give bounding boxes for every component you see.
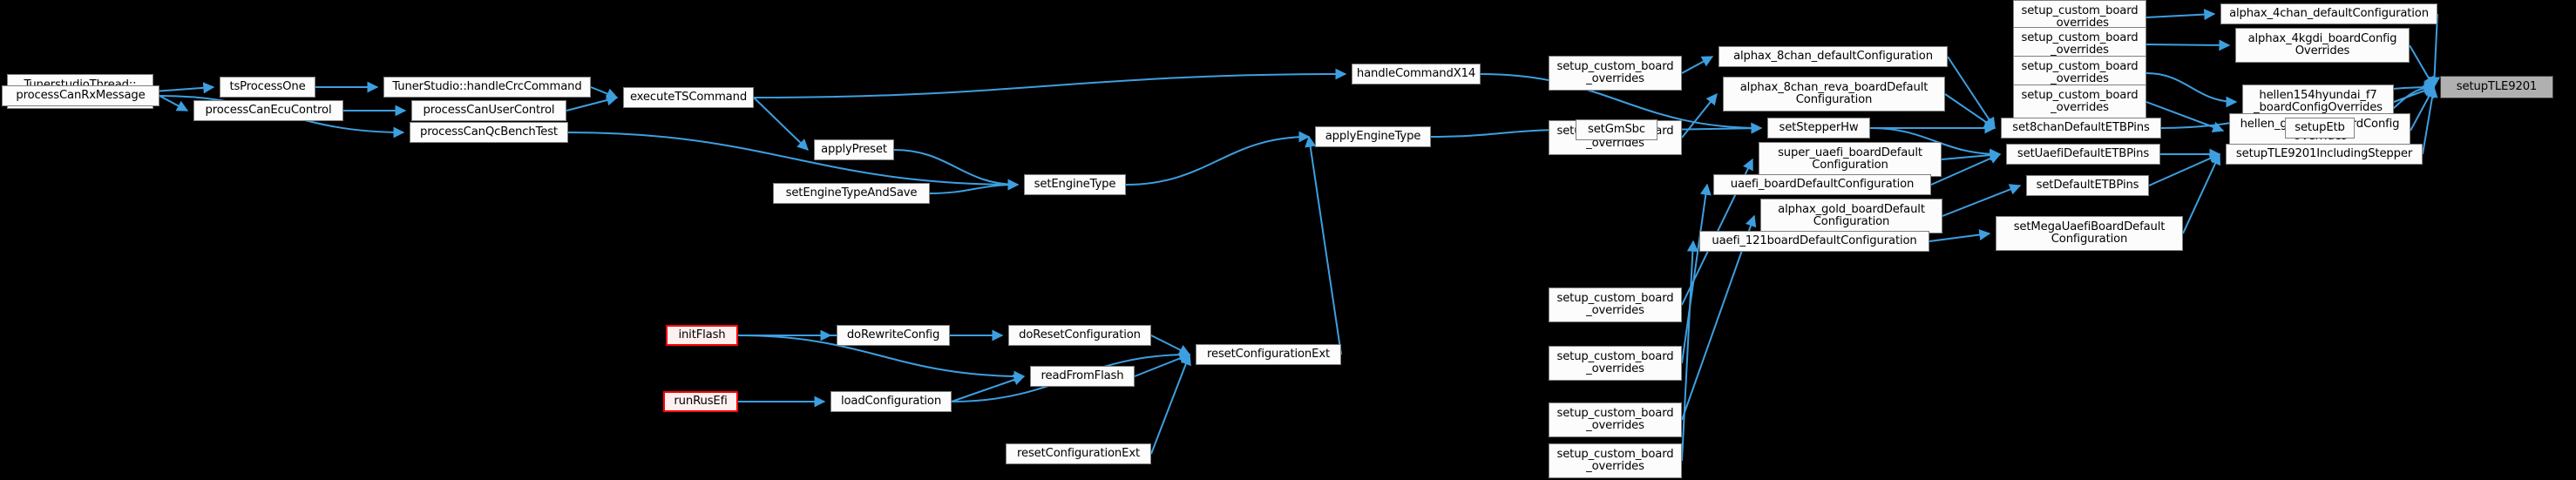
- graph-node[interactable]: executeTSCommand: [623, 87, 754, 108]
- graph-node[interactable]: applyEngineType: [1315, 126, 1431, 147]
- graph-edge: [1125, 131, 1311, 186]
- graph-edge: [1305, 135, 1342, 355]
- graph-node[interactable]: doRewriteConfig: [837, 325, 950, 346]
- graph-edge: [566, 94, 619, 112]
- graph-node[interactable]: setup_custom_board _overrides: [1549, 443, 1682, 478]
- graph-node[interactable]: processCanEcuControl: [193, 100, 343, 121]
- graph-node[interactable]: alphax_4kgdi_boardConfig Overrides: [2235, 28, 2410, 63]
- graph-node[interactable]: loadConfiguration: [830, 391, 952, 412]
- graph-edge: [567, 132, 1020, 191]
- graph-node[interactable]: setEngineTypeAndSave: [773, 183, 930, 204]
- graph-edge: [2146, 9, 2216, 21]
- graph-edge: [1947, 56, 1996, 130]
- graph-node[interactable]: set8chanDefaultETBPins: [2001, 118, 2161, 139]
- graph-node[interactable]: setup_custom_board _overrides: [1549, 287, 1682, 322]
- graph-node[interactable]: applyPreset: [814, 139, 894, 160]
- graph-edge: [2146, 72, 2238, 108]
- graph-edge: [2409, 44, 2435, 89]
- graph-edge: [1942, 184, 2022, 217]
- graph-node[interactable]: alphax_8chan_reva_boardDefault Configura…: [1723, 77, 1945, 112]
- graph-node[interactable]: setup_custom_board _overrides: [2013, 85, 2146, 119]
- graph-node[interactable]: setup_custom_board _overrides: [1549, 346, 1682, 381]
- graph-node[interactable]: resetConfigurationExt: [1196, 344, 1341, 365]
- graph-node[interactable]: doResetConfiguration: [1008, 325, 1151, 346]
- graph-node[interactable]: setMegaUaefiBoardDefault Configuration: [1996, 216, 2183, 251]
- graph-node[interactable]: tsProcessOne: [220, 77, 315, 98]
- graph-edge: [1941, 149, 2002, 161]
- graph-edge: [1150, 353, 1191, 455]
- graph-edge: [2182, 152, 2220, 234]
- graph-edge: [153, 82, 215, 94]
- graph-node[interactable]: processCanQcBenchTest: [410, 122, 568, 143]
- graph-node[interactable]: alphax_gold_boardDefault Configuration: [1760, 199, 1942, 233]
- graph-edge: [2422, 85, 2438, 155]
- graph-node[interactable]: setUaefiDefaultETBPins: [2006, 144, 2160, 165]
- graph-edge: [1681, 240, 1698, 462]
- graph-node[interactable]: setEngineType: [1024, 174, 1126, 195]
- graph-node[interactable]: super_uaefi_boardDefault Configuration: [1759, 142, 1942, 177]
- graph-node[interactable]: runRusEfi: [663, 391, 738, 412]
- graph-edge: [929, 179, 1020, 194]
- graph-node[interactable]: TunerStudio::handleCrcCommand: [383, 77, 591, 98]
- graph-node[interactable]: setDefaultETBPins: [2026, 175, 2149, 196]
- graph-node[interactable]: setStepperHw: [1767, 118, 1870, 139]
- graph-node[interactable]: setup_custom_board _overrides: [1549, 56, 1682, 91]
- graph-edge: [2429, 13, 2441, 89]
- graph-node[interactable]: setupEtb: [2285, 118, 2355, 139]
- graph-node[interactable]: handleCommandX14: [1352, 64, 1481, 85]
- graph-node[interactable]: setup_custom_board _overrides: [1549, 402, 1682, 437]
- graph-node[interactable]: alphax_8chan_defaultConfiguration: [1718, 46, 1948, 67]
- graph-edge: [951, 374, 1026, 402]
- graph-edge: [1681, 56, 1714, 74]
- graph-node[interactable]: uaefi_boardDefaultConfiguration: [1713, 174, 1931, 195]
- graph-edge: [159, 95, 189, 112]
- graph-edge: [1944, 93, 1996, 129]
- graph-node[interactable]: setGmSbc: [1576, 119, 1657, 140]
- graph-edge: [1929, 229, 1991, 242]
- graph-node[interactable]: processCanUserControl: [411, 100, 566, 121]
- graph-edge: [2393, 85, 2436, 103]
- graph-node[interactable]: initFlash: [666, 325, 738, 346]
- graph-edge: [2146, 39, 2231, 51]
- graph-node[interactable]: uaefi_121boardDefaultConfiguration: [1699, 231, 1929, 252]
- graph-edge: [1150, 335, 1191, 355]
- graph-edge: [1681, 92, 1718, 139]
- graph-edge: [2410, 85, 2435, 132]
- graph-node[interactable]: alphax_4chan_defaultConfiguration: [2220, 3, 2437, 24]
- graph-node[interactable]: setupTLE9201: [2440, 76, 2553, 98]
- graph-node[interactable]: resetConfigurationExt: [1006, 443, 1151, 464]
- graph-edge: [1134, 353, 1191, 377]
- graph-node[interactable]: readFromFlash: [1030, 366, 1135, 387]
- graph-edge: [753, 97, 809, 151]
- graph-edge: [1681, 183, 1712, 364]
- graph-node[interactable]: processCanRxMessage: [2, 85, 159, 106]
- graph-node[interactable]: setupTLE9201IncludingStepper: [2226, 144, 2423, 165]
- graph-edge: [590, 86, 619, 99]
- graph-edge: [753, 68, 1347, 98]
- graph-edge: [893, 149, 1020, 191]
